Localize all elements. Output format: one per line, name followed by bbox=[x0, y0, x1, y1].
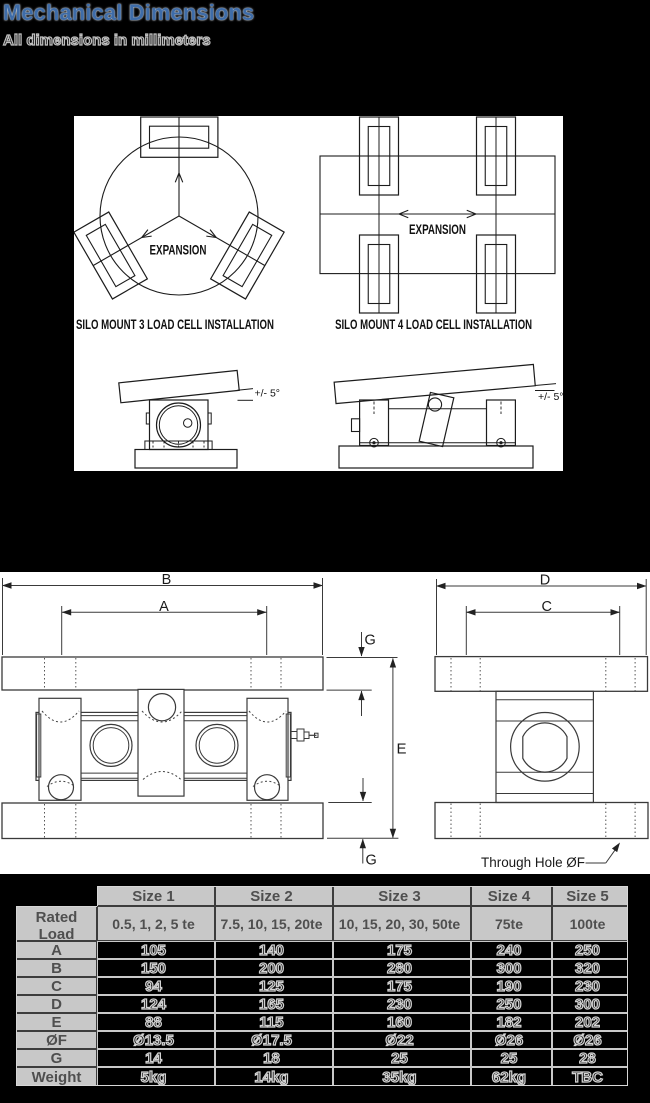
svg-text:EXPANSION: EXPANSION bbox=[409, 221, 466, 237]
svg-text:EXPANSION: EXPANSION bbox=[150, 242, 207, 258]
svg-text:SILO MOUNT 4 LOAD CELL INSTALL: SILO MOUNT 4 LOAD CELL INSTALLATION bbox=[335, 316, 532, 332]
svg-text:SILO MOUNT 3 LOAD CELL INSTALL: SILO MOUNT 3 LOAD CELL INSTALLATION bbox=[76, 316, 274, 332]
svg-text:E: E bbox=[397, 741, 407, 758]
svg-text:G: G bbox=[365, 633, 376, 649]
svg-text:G: G bbox=[366, 853, 377, 869]
svg-text:D: D bbox=[540, 572, 550, 588]
svg-text:A: A bbox=[159, 599, 169, 615]
svg-text:C: C bbox=[541, 599, 551, 615]
svg-text:+/- 5°: +/- 5° bbox=[538, 391, 563, 403]
svg-text:Through Hole ØF: Through Hole ØF bbox=[481, 855, 585, 870]
svg-text:B: B bbox=[162, 572, 172, 588]
svg-text:+/- 5°: +/- 5° bbox=[255, 388, 281, 400]
